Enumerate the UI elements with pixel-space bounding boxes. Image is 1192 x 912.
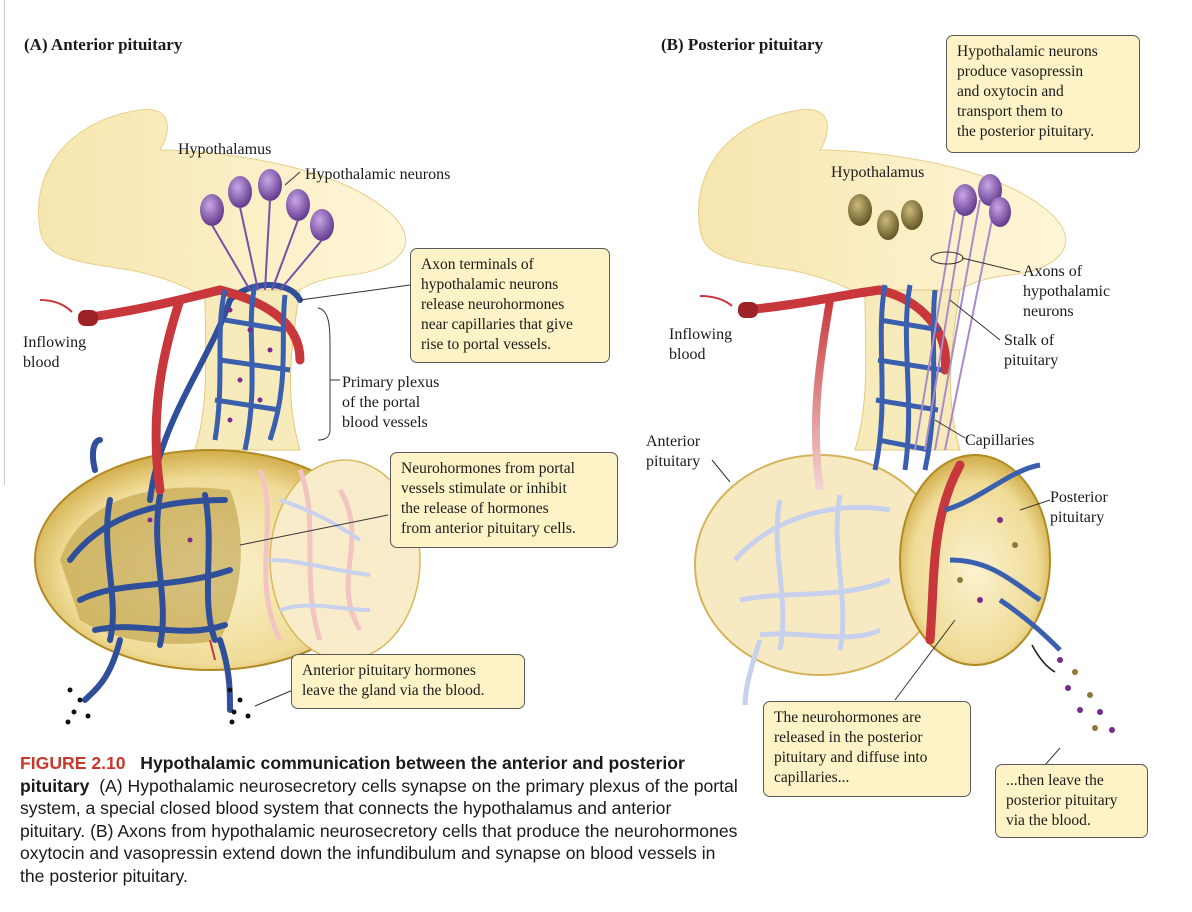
label-hypothalamus-b: Hypothalamus bbox=[831, 164, 925, 181]
neurohormone-dots-b bbox=[957, 517, 1115, 733]
label-hypothalamic-neurons-a: Hypothalamic neurons bbox=[305, 166, 451, 183]
caption-figure-number: FIGURE 2.10 bbox=[20, 753, 126, 773]
neurohormone-dots-a bbox=[147, 307, 273, 543]
callout-axon-terminals: Axon terminals of hypothalamic neurons r… bbox=[410, 248, 610, 363]
figure-caption: FIGURE 2.10 Hypothalamic communication b… bbox=[20, 752, 740, 887]
panel-b-anatomy bbox=[694, 109, 1115, 766]
label-inflowing-blood-a: Inflowing blood bbox=[23, 334, 87, 371]
outflow-arrow-a bbox=[209, 639, 216, 661]
label-hypothalamus-a: Hypothalamus bbox=[178, 141, 272, 158]
caption-heading: Hypothalamic communication between the a… bbox=[20, 753, 685, 796]
label-primary-plexus: Primary plexus of the portal blood vesse… bbox=[342, 374, 440, 431]
label-axons: Axons of hypothalamic neurons bbox=[1023, 263, 1111, 320]
posterior-pituitary-gland-b bbox=[899, 454, 1051, 666]
hormone-dots-a bbox=[65, 687, 251, 725]
label-anterior-pituitary-b: Anterior pituitary bbox=[646, 433, 701, 470]
callout-then-leave: ...then leave the posterior pituitary vi… bbox=[995, 764, 1148, 838]
panel-b-title: (B) Posterior pituitary bbox=[661, 35, 824, 54]
hypothalamic-neurons-b bbox=[848, 174, 1011, 240]
label-posterior-pituitary: Posterior pituitary bbox=[1050, 489, 1108, 526]
page-edge-bar bbox=[0, 0, 5, 485]
callout-neurohormones-portal: Neurohormones from portal vessels stimul… bbox=[390, 452, 618, 548]
panel-a-title: (A) Anterior pituitary bbox=[24, 35, 183, 54]
label-capillaries: Capillaries bbox=[965, 432, 1035, 449]
callout-vasopressin: Hypothalamic neurons produce vasopressin… bbox=[946, 35, 1140, 153]
panel-a-anatomy bbox=[34, 109, 421, 725]
caption-text: (A) Hypothalamic neurosecretory cells sy… bbox=[20, 775, 738, 886]
callout-anterior-hormones: Anterior pituitary hormones leave the gl… bbox=[291, 654, 525, 709]
inflow-arrow-a bbox=[39, 299, 73, 313]
label-inflowing-blood-b: Inflowing blood bbox=[669, 326, 733, 363]
hypothalamus-tissue-a bbox=[38, 109, 407, 331]
hypothalamic-neurons-a bbox=[200, 169, 334, 291]
callout-released: The neurohormones are released in the po… bbox=[763, 701, 971, 797]
label-stalk: Stalk of pituitary bbox=[1004, 332, 1059, 369]
